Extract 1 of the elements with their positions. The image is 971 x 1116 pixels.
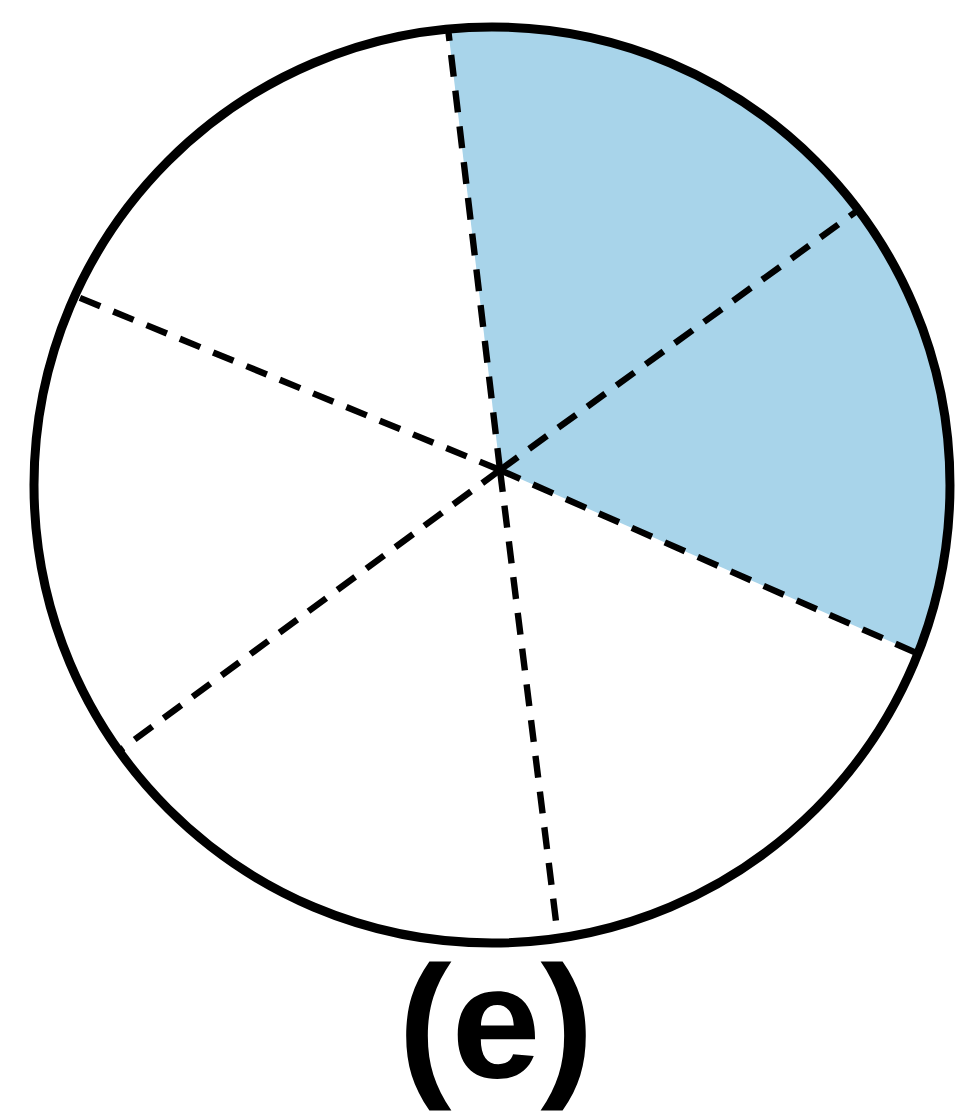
caption: (e): [406, 961, 586, 1111]
